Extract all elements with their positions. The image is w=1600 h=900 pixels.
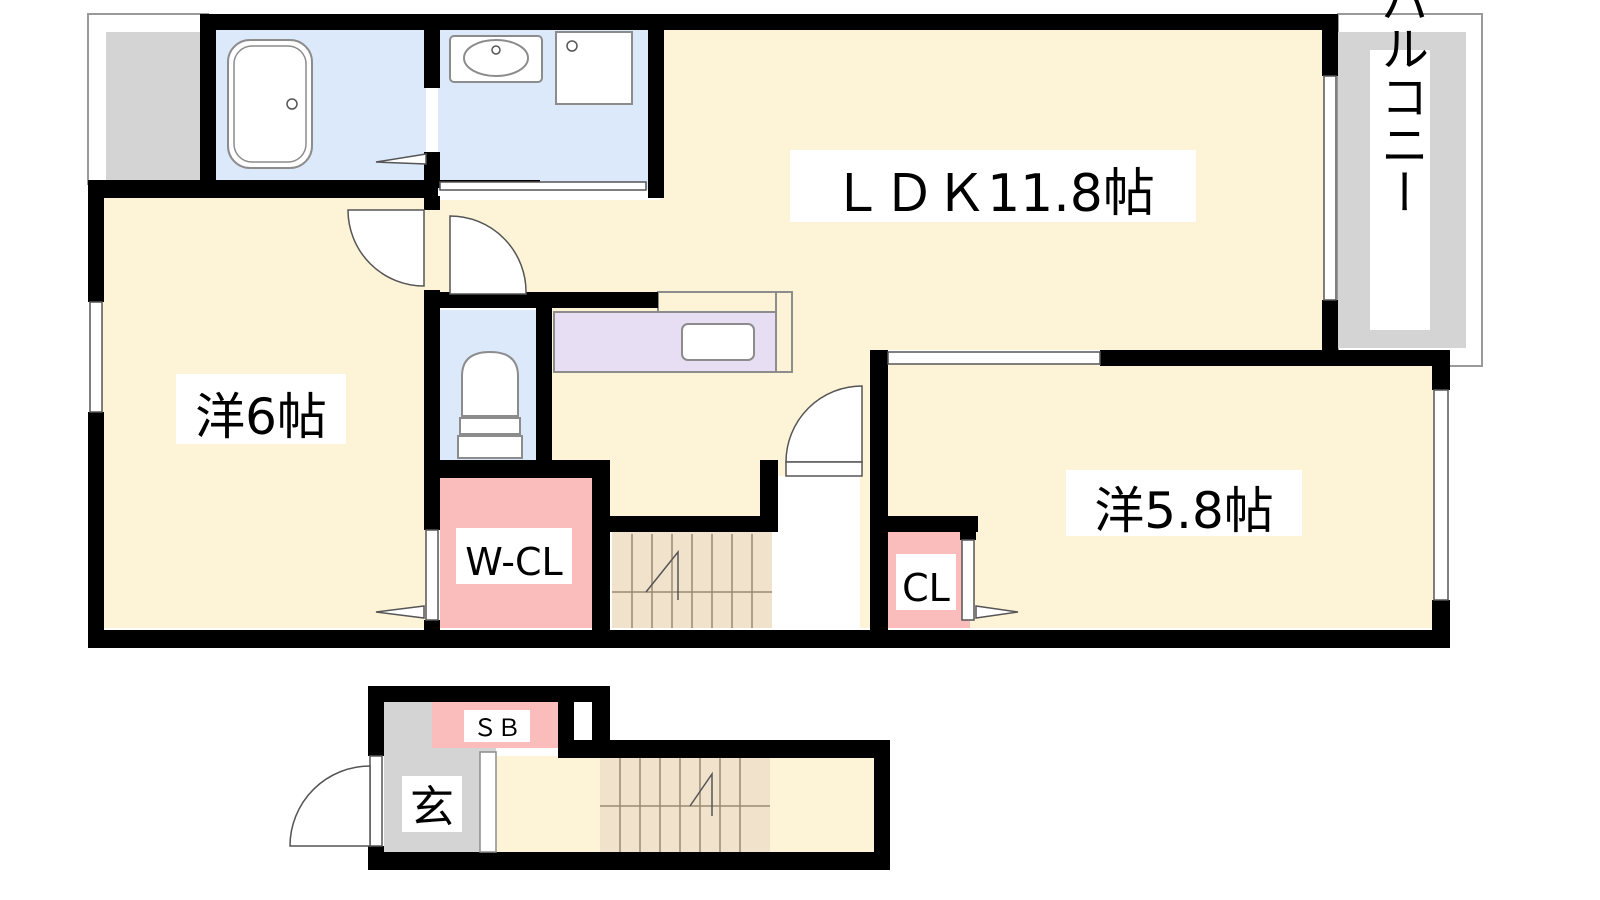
stairs-lower <box>600 758 770 852</box>
western-right-label: 洋5.8帖 <box>1094 482 1274 540</box>
washing-machine-icon <box>555 31 633 105</box>
entrance-door <box>289 765 371 847</box>
entrance-label: 玄 <box>410 782 454 833</box>
doorway-upper <box>785 461 863 477</box>
sink-icon <box>681 323 755 361</box>
entrance-step <box>479 751 497 853</box>
walls-lower <box>368 686 890 870</box>
shoe-box-small-window <box>576 704 590 738</box>
western-left-label: 洋6帖 <box>195 388 327 446</box>
balcony-label: バルコニー <box>1372 0 1428 216</box>
entrance-door-frame <box>369 755 383 847</box>
stairs-upper-lines <box>612 534 772 628</box>
closet-label: CL <box>902 566 950 610</box>
kitchen-counter-back <box>657 291 793 315</box>
sliding-door-washroom <box>439 181 647 191</box>
toilet-icon <box>457 350 523 459</box>
kitchen-counter-end <box>775 291 793 373</box>
bathtub-icon <box>227 39 313 169</box>
windows <box>89 75 1449 621</box>
ldk-label: ＬＤＫ11.8帖 <box>831 164 1155 224</box>
walk-in-closet-label: W-CL <box>465 540 562 584</box>
stairs-lower-lines <box>600 758 770 852</box>
doors <box>347 153 1019 619</box>
walls-upper <box>88 14 1450 648</box>
shoe-box-label: ＳＢ <box>473 714 521 742</box>
left-balcony <box>106 32 202 180</box>
